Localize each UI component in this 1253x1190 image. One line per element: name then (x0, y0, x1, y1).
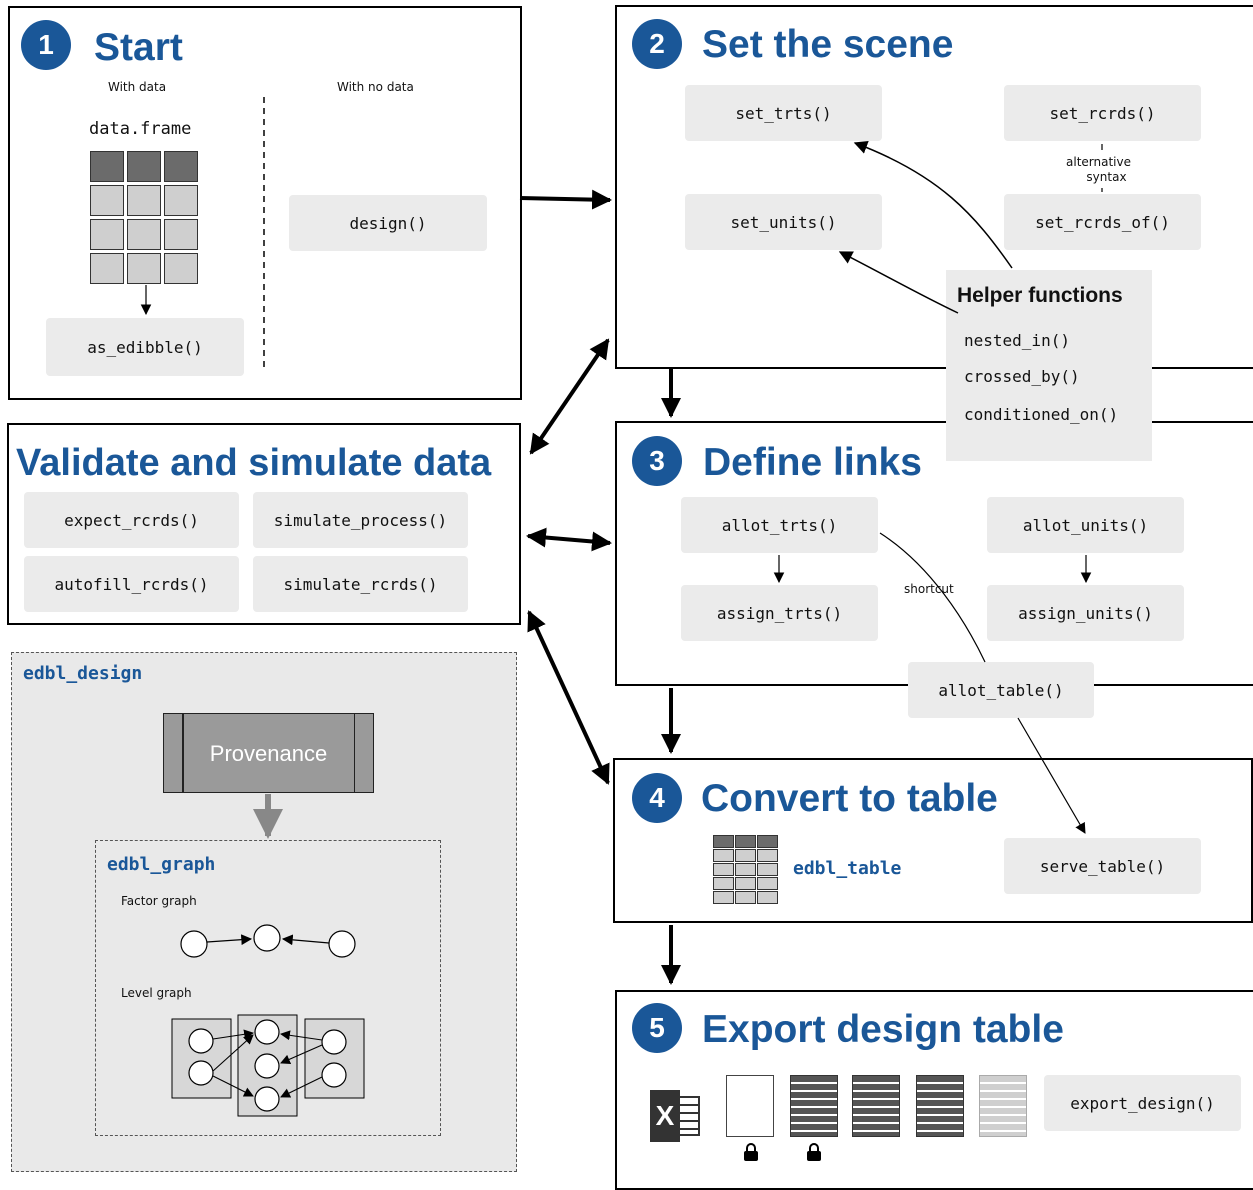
as-edibble-function[interactable]: as_edibble() (46, 318, 244, 376)
set-rcrds-function[interactable]: set_rcrds() (1004, 85, 1201, 141)
helper-functions-box (946, 270, 1152, 461)
edbl-table-icon (713, 835, 778, 904)
expect-rcrds-function[interactable]: expect_rcrds() (24, 492, 239, 548)
simulate-rcrds-function[interactable]: simulate_rcrds() (253, 556, 468, 612)
provenance-label: Provenance (209, 741, 328, 766)
step-1-badge: 1 (21, 20, 71, 70)
sheet-icon-3 (916, 1075, 964, 1137)
set-trts-function[interactable]: set_trts() (685, 85, 882, 141)
design-function[interactable]: design() (289, 195, 487, 251)
factor-graph-label: Factor graph (121, 894, 197, 908)
autofill-rcrds-function[interactable]: autofill_rcrds() (24, 556, 239, 612)
lock-icon (743, 1143, 759, 1165)
export-title: Export design table (702, 1008, 1064, 1051)
dataframe-grid-icon (90, 151, 198, 284)
set-units-function[interactable]: set_units() (685, 194, 882, 250)
define-links-title: Define links (703, 441, 922, 484)
provenance-box: Provenance (163, 713, 374, 793)
step-4-badge: 4 (632, 773, 682, 823)
lock-icon (806, 1143, 822, 1165)
sheet-icon-1 (790, 1075, 838, 1137)
helper-functions-title: Helper functions (957, 284, 1123, 307)
step-3-badge: 3 (632, 436, 682, 486)
simulate-process-function[interactable]: simulate_process() (253, 492, 468, 548)
validate-title: Validate and simulate data (16, 442, 492, 484)
with-no-data-label: With no data (337, 80, 414, 94)
edbl-graph-panel (95, 840, 441, 1136)
start-title: Start (94, 26, 183, 69)
allot-trts-function[interactable]: allot_trts() (681, 497, 878, 553)
shortcut-label: shortcut (904, 582, 954, 596)
dataframe-label: data.frame (89, 119, 192, 139)
set-rcrds-of-function[interactable]: set_rcrds_of() (1004, 194, 1201, 250)
blank-sheet-icon (726, 1075, 774, 1137)
export-design-function[interactable]: export_design() (1044, 1075, 1241, 1131)
crossed-by-function[interactable]: crossed_by() (964, 367, 1080, 386)
level-graph-label: Level graph (121, 986, 192, 1000)
edbl-design-label: edbl_design (23, 663, 143, 684)
edbl-graph-label: edbl_graph (107, 854, 216, 875)
assign-units-function[interactable]: assign_units() (987, 585, 1184, 641)
allot-units-function[interactable]: allot_units() (987, 497, 1184, 553)
nested-in-function[interactable]: nested_in() (964, 331, 1070, 350)
assign-trts-function[interactable]: assign_trts() (681, 585, 878, 641)
convert-table-title: Convert to table (701, 777, 998, 820)
sheet-icon-2 (852, 1075, 900, 1137)
with-data-label: With data (108, 80, 167, 94)
edbl-table-label: edbl_table (793, 858, 902, 879)
excel-icon: X (650, 1090, 702, 1142)
step-2-badge: 2 (632, 19, 682, 69)
step-5-badge: 5 (632, 1003, 682, 1053)
sheet-icon-4 (979, 1075, 1027, 1137)
serve-table-function[interactable]: serve_table() (1004, 838, 1201, 894)
conditioned-on-function[interactable]: conditioned_on() (964, 405, 1119, 424)
allot-table-function[interactable]: allot_table() (908, 662, 1094, 718)
set-scene-title: Set the scene (702, 23, 954, 66)
alternative-syntax-label: alternative syntax (1066, 155, 1131, 184)
